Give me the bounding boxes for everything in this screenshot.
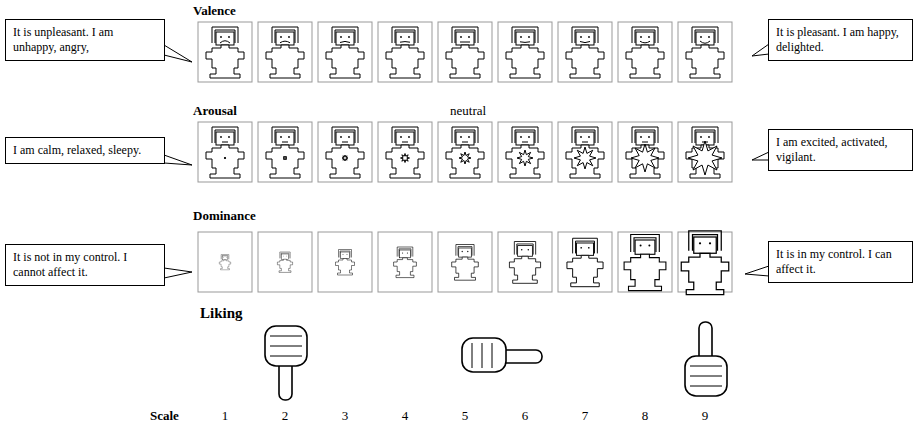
neutral-label: neutral (450, 103, 486, 119)
scale-number: 7 (582, 408, 589, 424)
callout-box: It is in my control. I can affect it. (768, 241, 913, 283)
callout-text: It is unpleasant. I am unhappy, angry, (13, 25, 157, 55)
scale-number: 5 (462, 408, 469, 424)
callout-text: It is in my control. I can affect it. (776, 247, 905, 277)
callout-text: It is not in my control. I cannot affect… (13, 250, 157, 280)
row-title: Arousal (193, 103, 237, 119)
thumb-icons (265, 322, 727, 400)
scale-number: 6 (522, 408, 529, 424)
arousal-manikins (198, 122, 732, 182)
scale-number: 4 (402, 408, 409, 424)
row-title: Valence (193, 3, 236, 19)
callout-box: It is pleasant. I am happy, delighted. (768, 19, 913, 61)
scale-number: 3 (342, 408, 349, 424)
callout-text: I am calm, relaxed, sleepy. (13, 143, 157, 158)
scale-number: 2 (282, 408, 289, 424)
callout-box: I am excited, activated, vigilant. (768, 129, 913, 171)
row-title: Liking (200, 304, 243, 322)
scale-number: 8 (642, 408, 649, 424)
dominance-manikins (198, 231, 732, 295)
callout-text: I am excited, activated, vigilant. (776, 135, 905, 165)
scale-label: Scale (150, 408, 179, 424)
callout-box: It is unpleasant. I am unhappy, angry, (5, 19, 165, 61)
scale-number: 9 (702, 408, 709, 424)
callout-text: It is pleasant. I am happy, delighted. (776, 25, 905, 55)
scale-number: 1 (222, 408, 229, 424)
callout-box: I am calm, relaxed, sleepy. (5, 137, 165, 164)
valence-manikins (198, 22, 732, 82)
callout-box: It is not in my control. I cannot affect… (5, 244, 165, 286)
row-title: Dominance (193, 208, 256, 224)
